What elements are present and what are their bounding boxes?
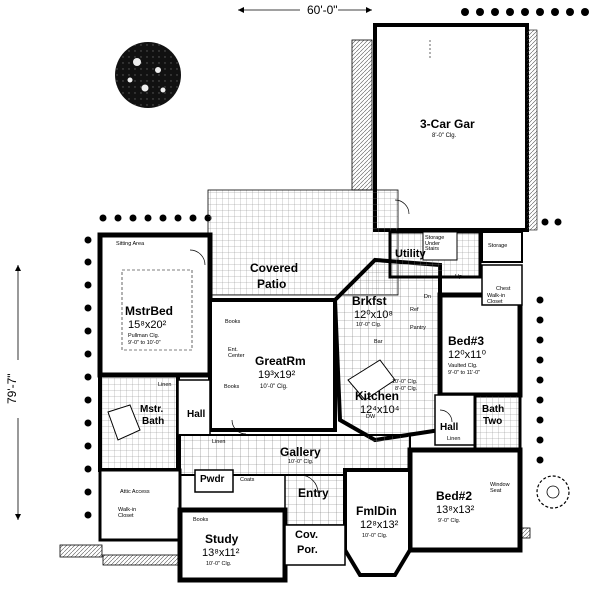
study: [177, 507, 288, 583]
small-tree-icon: [536, 475, 570, 509]
storage-label: Storage: [488, 243, 508, 249]
master-bed-ceiling-2: 9'-0" to 10'-0": [128, 340, 161, 346]
bed3-ceiling-1: Vaulted Clg.: [448, 363, 478, 369]
master-bed-label: MstrBed: [125, 304, 174, 318]
tree-icon: [115, 42, 181, 108]
door-swings: [189, 199, 453, 494]
great-room-ceiling: 10'-0" Clg.: [260, 384, 288, 390]
bar-label: Bar: [374, 339, 383, 345]
walkin-closet-right-label: Walk-in Closet: [487, 293, 506, 305]
up-label: Up: [455, 274, 463, 280]
hall-left: [177, 379, 211, 436]
storage-room: [481, 231, 523, 263]
master-bath: [98, 373, 180, 472]
breakfast-ceiling: 10'-0" Clg.: [356, 322, 382, 328]
bed2-ceiling: 9'-0" Clg.: [438, 518, 461, 524]
sitting-area-label: Sitting Area: [116, 241, 145, 247]
gallery-label: Gallery: [280, 445, 321, 459]
left-shrubs: [84, 214, 212, 519]
bed3-size: 12⁰x11⁰: [448, 349, 486, 361]
dn-label: Dn: [424, 294, 432, 300]
study-size: 13⁸x11²: [202, 547, 240, 559]
shrub-icons: [461, 8, 589, 16]
bath-two: [473, 393, 522, 452]
ref-label: Ref: [410, 307, 419, 313]
window-seat-label: Window Seat: [490, 482, 510, 494]
linen-label-3: Linen: [447, 436, 461, 442]
bed3-ceiling-2: 9'-0" to 11'-0": [448, 370, 481, 376]
pantry-label: Pantry: [410, 325, 426, 331]
depth-dimension: 79'-7": [5, 373, 19, 404]
coats-label: Coats: [240, 477, 255, 483]
width-dimension-line: [238, 7, 372, 13]
garage-ceiling: 8'-0" Clg.: [432, 133, 457, 139]
master-bath-label-2: Bath: [142, 416, 165, 427]
walkin-closet-right: [481, 264, 523, 306]
bed2-size: 13⁸x13²: [436, 504, 475, 516]
attic-access-label: Attic Access: [120, 489, 150, 495]
great-room-label: GreatRm: [255, 354, 306, 368]
kitchen-ceiling: 10'-0" Clg.: [392, 379, 418, 385]
cov-porch-label-2: Por.: [297, 544, 318, 556]
utility-label: Utility: [395, 248, 426, 260]
powder-room: [194, 469, 234, 493]
breakfast-size: 12⁰x10⁸: [354, 309, 394, 321]
powder-label: Pwdr: [200, 474, 225, 485]
linen-label-2: Linen: [212, 439, 226, 445]
walkin-closet-left-label: Walk-in Closet: [118, 507, 137, 519]
chest-label: Chest: [496, 286, 511, 292]
storage-under-stairs-label: Storage Under Stairs: [425, 235, 445, 252]
kitchen-ceiling-alt: 8'-0" Clg.: [395, 386, 418, 392]
bed2-label: Bed#2: [436, 489, 473, 503]
books-label-2: Books: [224, 384, 240, 390]
garage-side-wall: [351, 39, 373, 191]
covered-patio-label-1: Covered: [250, 261, 299, 275]
master-bed-size: 15⁸x20²: [128, 319, 167, 331]
storage-under-stairs: [422, 231, 458, 261]
great-room-size: 19³x19²: [258, 369, 296, 381]
fml-din-label: FmlDin: [356, 504, 397, 518]
covered-patio-label-2: Patio: [257, 277, 287, 291]
fml-din-ceiling: 10'-0" Clg.: [362, 533, 388, 539]
kitchen-size: 12⁴x10⁴: [360, 404, 400, 416]
great-room: [208, 298, 337, 432]
garage-label: 3-Car Gar: [420, 117, 475, 131]
kitchen-label: Kitchen: [355, 389, 400, 403]
dw-label: DW: [366, 414, 376, 420]
study-label: Study: [205, 532, 239, 546]
bed3-label: Bed#3: [448, 334, 485, 348]
depth-dimension-line: [15, 265, 21, 520]
cov-porch-label-1: Cov.: [295, 529, 319, 541]
ent-center-label: Ent. Center: [228, 347, 245, 359]
width-dimension: 60'-0": [307, 3, 338, 17]
hall-left-label: Hall: [187, 409, 206, 420]
breakfast-label: Brkfst: [352, 294, 387, 308]
fml-din-size: 12⁸x13²: [360, 519, 399, 531]
hall-right-label: Hall: [440, 422, 459, 433]
study-ceiling: 10'-0" Clg.: [206, 561, 232, 567]
bath-two-label-2: Two: [483, 416, 503, 427]
right-shrubs: [536, 218, 562, 464]
books-label-3: Books: [193, 517, 209, 523]
master-bath-label-1: Mstr.: [140, 404, 164, 415]
garage: [373, 23, 538, 232]
master-bed-ceiling-1: Pullman Clg.: [128, 333, 160, 339]
entry-label: Entry: [298, 486, 329, 500]
hall-right: [434, 394, 476, 446]
linen-label-1: Linen: [158, 382, 172, 388]
books-label-1: Books: [225, 319, 241, 325]
bath-two-label-1: Bath: [482, 404, 505, 415]
walkin-closet-left: [98, 468, 182, 542]
gallery-ceiling: 10'-0" Clg.: [288, 459, 314, 465]
covered-porch: [284, 524, 346, 566]
